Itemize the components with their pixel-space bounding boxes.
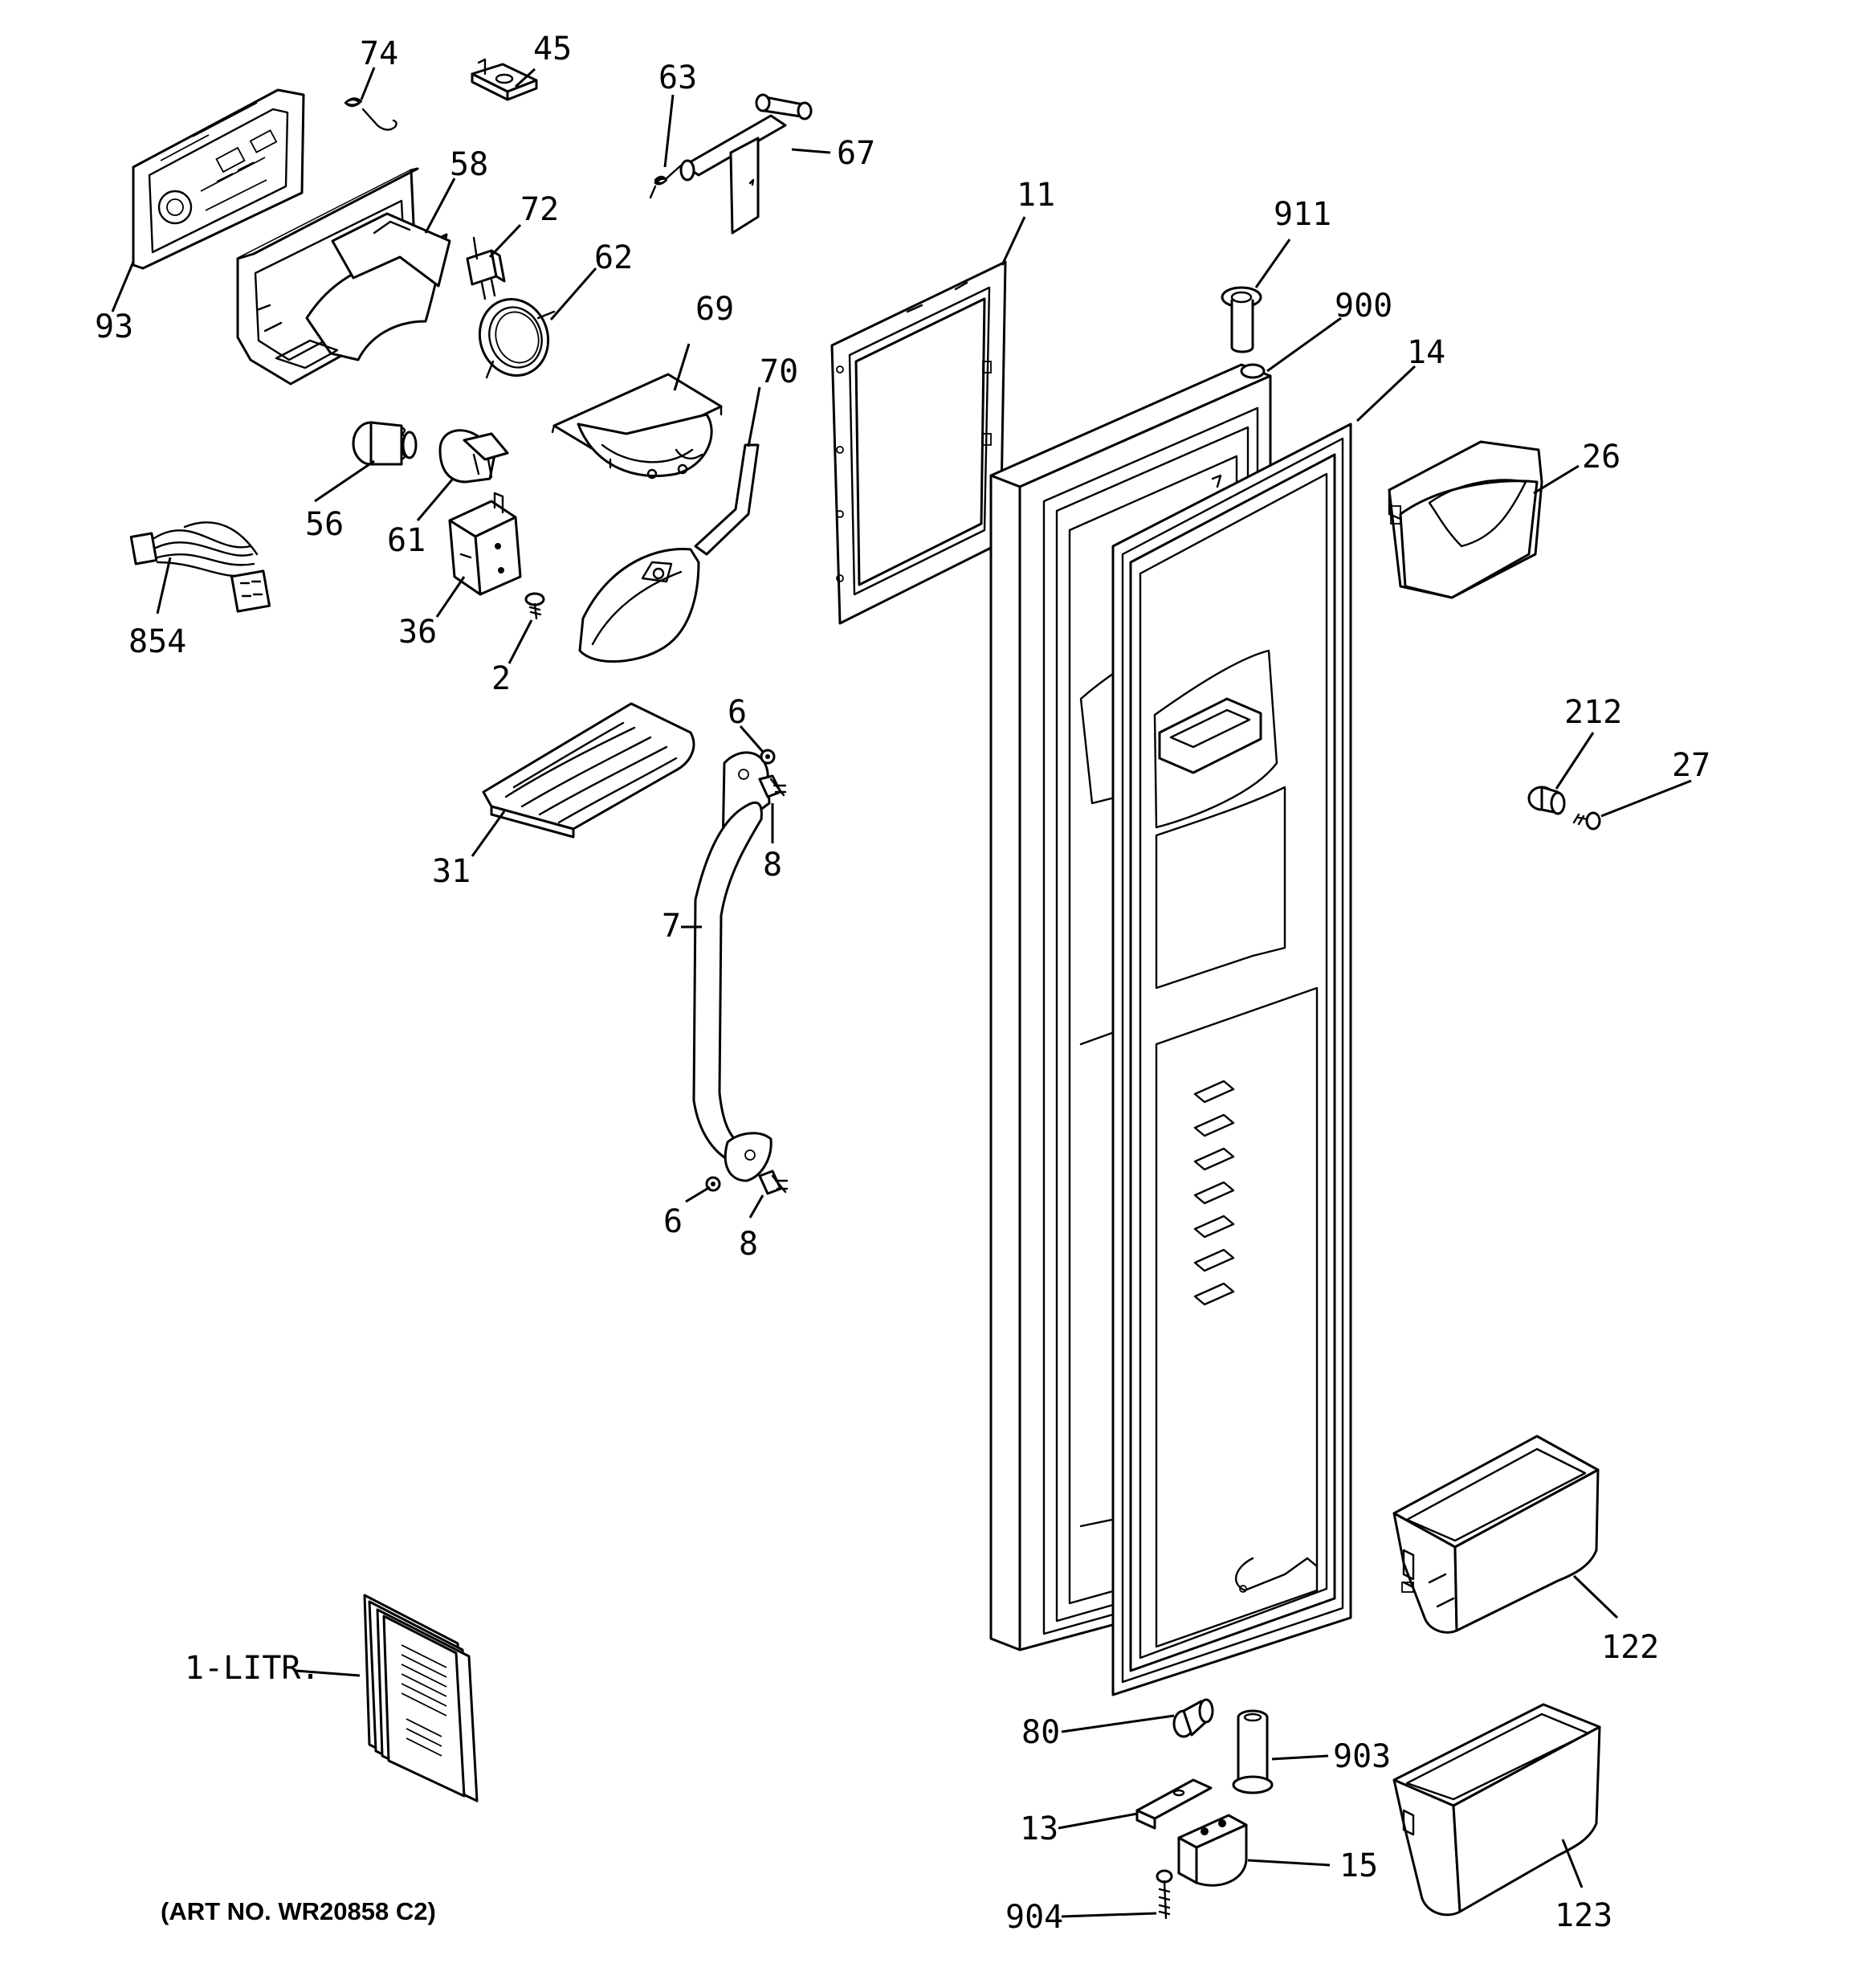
part-31-grille bbox=[482, 702, 695, 839]
part-13-plate bbox=[1135, 1778, 1213, 1830]
callout-62: 62 bbox=[594, 239, 633, 276]
part-7-handle bbox=[692, 751, 773, 1182]
part-122-bin bbox=[1392, 1435, 1600, 1634]
part-2-screw bbox=[524, 592, 545, 620]
part-8-stud-bottom bbox=[758, 1170, 789, 1195]
callout-904: 904 bbox=[1005, 1899, 1063, 1936]
callout-56: 56 bbox=[305, 506, 344, 543]
part-854-harness bbox=[129, 521, 271, 613]
part-903-pin bbox=[1232, 1709, 1274, 1794]
callout-26: 26 bbox=[1582, 439, 1620, 476]
callout-122: 122 bbox=[1601, 1629, 1659, 1666]
callout-6-bottom: 6 bbox=[663, 1203, 683, 1240]
part-58-chute-housing bbox=[236, 167, 451, 386]
callout-45: 45 bbox=[533, 31, 572, 67]
callout-2: 2 bbox=[491, 660, 511, 697]
part-15-hinge-block bbox=[1177, 1814, 1248, 1887]
part-1-litr-manual bbox=[363, 1594, 479, 1802]
part-14-gasket bbox=[1111, 423, 1352, 1696]
callout-80: 80 bbox=[1021, 1714, 1060, 1751]
callout-58: 58 bbox=[450, 146, 488, 183]
callout-61: 61 bbox=[387, 522, 426, 559]
part-62-ring bbox=[478, 298, 556, 379]
part-123-bin bbox=[1392, 1703, 1601, 1917]
callout-854: 854 bbox=[128, 623, 186, 660]
callout-7: 7 bbox=[662, 908, 681, 945]
part-45-bracket bbox=[471, 58, 538, 101]
part-67-hinge-arm bbox=[679, 93, 813, 235]
part-56-bulb bbox=[352, 421, 418, 466]
part-93-control-panel bbox=[132, 88, 305, 270]
part-8-stud-top bbox=[758, 774, 787, 798]
callout-8-top: 8 bbox=[763, 847, 782, 884]
part-80-bushing bbox=[1172, 1698, 1214, 1738]
part-26-bin bbox=[1388, 440, 1543, 599]
callout-8-bottom: 8 bbox=[739, 1226, 758, 1263]
callout-123: 123 bbox=[1555, 1897, 1612, 1934]
callout-212: 212 bbox=[1564, 694, 1622, 731]
callout-900: 900 bbox=[1335, 288, 1392, 325]
callout-69: 69 bbox=[695, 291, 734, 328]
part-36-bracket bbox=[448, 492, 522, 596]
callout-74: 74 bbox=[360, 35, 398, 72]
callout-6-top: 6 bbox=[728, 694, 747, 731]
callout-11: 11 bbox=[1017, 177, 1055, 214]
callout-27: 27 bbox=[1672, 747, 1710, 784]
callout-labels: 74 45 63 67 93 58 72 62 69 70 11 911 900… bbox=[95, 31, 1710, 1936]
part-70-arm bbox=[578, 443, 760, 663]
part-63-spring bbox=[649, 164, 683, 199]
callout-1-litr: 1-LITR. bbox=[185, 1650, 320, 1687]
part-74-spring bbox=[344, 97, 397, 131]
part-212-cap bbox=[1527, 786, 1566, 815]
leader-lines bbox=[111, 67, 1692, 1918]
callout-15: 15 bbox=[1339, 1847, 1378, 1884]
callout-67: 67 bbox=[837, 135, 875, 172]
callout-72: 72 bbox=[520, 191, 559, 228]
part-61-socket bbox=[438, 429, 509, 484]
part-69-cradle bbox=[551, 373, 723, 480]
part-904-screw bbox=[1156, 1869, 1173, 1920]
part-72-switch bbox=[466, 236, 506, 300]
callout-93: 93 bbox=[95, 308, 133, 345]
callout-31: 31 bbox=[432, 853, 471, 890]
part-11-recess-frame bbox=[830, 260, 1007, 625]
callout-903: 903 bbox=[1333, 1738, 1391, 1775]
callout-911: 911 bbox=[1274, 196, 1331, 233]
part-911-bushing bbox=[1221, 286, 1262, 353]
art-number: (ART NO. WR20858 C2) bbox=[161, 1897, 436, 1925]
callout-13: 13 bbox=[1020, 1810, 1058, 1847]
part-6-screw-top bbox=[760, 749, 776, 765]
callout-14: 14 bbox=[1407, 334, 1445, 371]
part-27-screw bbox=[1572, 811, 1601, 831]
callout-63: 63 bbox=[658, 59, 697, 96]
callout-36: 36 bbox=[398, 614, 437, 651]
callout-70: 70 bbox=[760, 353, 798, 390]
